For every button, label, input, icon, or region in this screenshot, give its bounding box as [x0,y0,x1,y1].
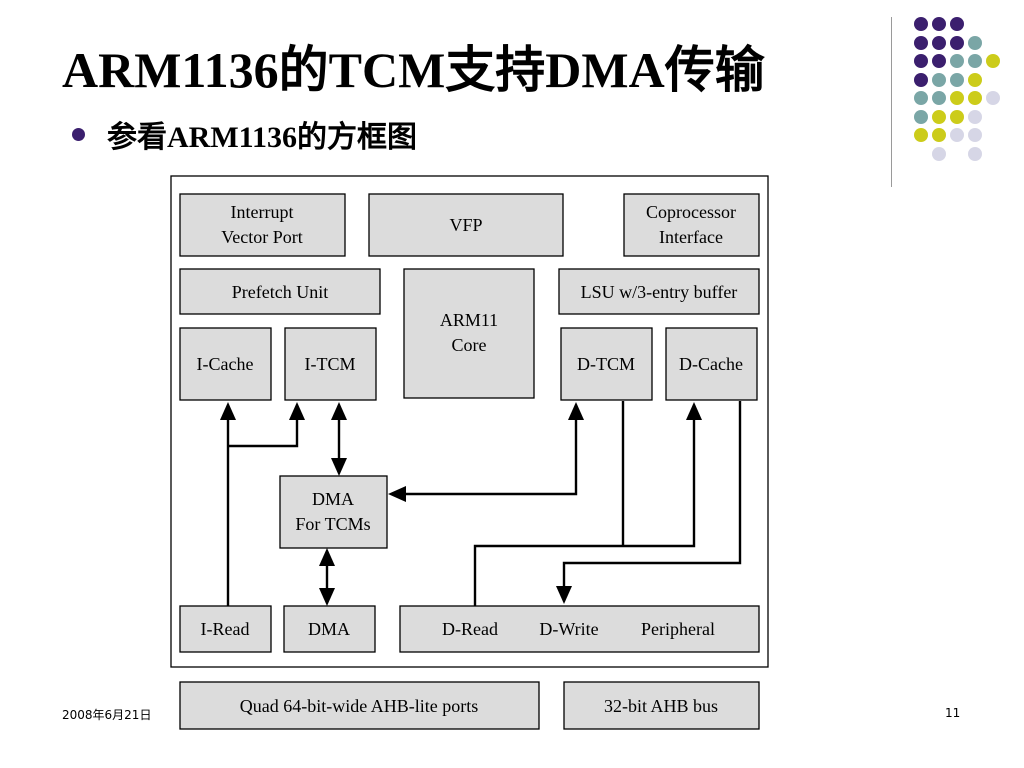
arrow-down-dmaport-icon [319,588,335,606]
wire-dtcm-dmatcm [406,420,578,496]
label-peripheral: Peripheral [641,619,715,639]
label-d-cache: D-Cache [679,354,743,374]
label-interrupt: Interrupt [231,202,294,222]
decor-dot [932,17,946,31]
arrow-up-itcm-dma-icon [331,402,347,420]
label-32bit-ahb: 32-bit AHB bus [604,696,718,716]
bullet-item: 参看ARM1136的方框图 [72,112,417,156]
block-prefetch-unit: Prefetch Unit [179,268,381,315]
arrow-down-dwrite-icon [556,586,572,604]
block-i-read: I-Read [179,605,272,653]
label-vector-port: Vector Port [221,227,302,247]
decor-dot [914,54,928,68]
decor-dot [968,35,982,50]
decor-dot [932,146,946,161]
label-d-tcm: D-TCM [577,354,635,374]
label-dma-port: DMA [308,619,350,639]
label-for-tcms: For TCMs [295,514,370,534]
decor-dot [914,35,928,50]
decor-dot [968,146,982,161]
decor-dot [932,35,946,50]
block-32bit-ahb-bus: 32-bit AHB bus [563,681,760,730]
label-core: Core [452,335,487,355]
block-interrupt-vector-port: Interrupt Vector Port [179,193,346,257]
label-d-write: D-Write [539,619,598,639]
decor-dot [914,72,928,87]
decor-divider-line [891,17,892,187]
decor-dot [950,35,964,50]
decor-dot [932,54,946,68]
arrow-up-icache-icon [220,402,236,420]
decor-dot [950,128,964,142]
arrow-up-dmatcm-icon [319,548,335,566]
arrowheads [220,402,702,606]
block-coprocessor-interface: Coprocessor Interface [623,193,760,257]
footer-date: 2008年6月21日 [62,708,152,722]
decor-dot [968,109,982,124]
slide-title: ARM1136的TCM支持DMA传输 [62,42,765,98]
connection-wires [226,401,742,606]
label-i-cache: I-Cache [197,354,254,374]
decor-dot [932,109,946,124]
bullet-text: 参看ARM1136的方框图 [107,121,417,154]
decor-dot [986,54,1000,68]
decor-dot [914,128,928,142]
block-i-cache: I-Cache [179,327,272,401]
block-quad-ahb-ports: Quad 64-bit-wide AHB-lite ports [179,681,540,730]
decor-dot [950,17,964,31]
decor-dot [968,128,982,142]
wire-dcache-dwrite [562,401,742,586]
block-arm11-core: ARM11 Core [403,268,535,399]
decor-dot [986,91,1000,105]
block-vfp: VFP [368,193,564,257]
label-vfp: VFP [449,215,482,235]
block-d-ports: D-Read D-Write Peripheral [399,605,760,653]
label-i-tcm: I-TCM [305,354,356,374]
decor-dot [968,72,982,87]
block-dma-for-tcms: DMA For TCMs [279,475,388,549]
decor-dot [950,91,964,105]
block-lsu: LSU w/3-entry buffer [558,268,760,315]
bullet-dot-icon [72,127,85,141]
label-interface: Interface [659,227,723,247]
block-d-cache: D-Cache [665,327,758,401]
decor-dot [932,128,946,142]
page-number: 11 [945,706,961,720]
label-d-read: D-Read [442,619,498,639]
processor-frame [170,175,769,668]
decor-dot [950,109,964,124]
label-coprocessor: Coprocessor [646,202,736,222]
label-lsu: LSU w/3-entry buffer [581,282,738,302]
block-i-tcm: I-TCM [284,327,377,401]
decor-dot [914,109,928,124]
label-dma: DMA [312,489,354,509]
block-d-tcm: D-TCM [560,327,653,401]
decor-dot [968,54,982,68]
decor-dot [932,91,946,105]
decor-dot [968,91,982,105]
arrow-up-dtcm-icon [568,402,584,420]
label-arm11: ARM11 [440,310,498,330]
wire-branch-itcm [228,420,299,448]
arrow-up-dcache-icon [686,402,702,420]
decor-dot [932,72,946,87]
arrow-down-dmatcm-icon [331,458,347,476]
decor-dot [914,91,928,105]
wire-dcache-dread [473,420,696,606]
block-dma-port: DMA [283,605,376,653]
label-quad-ahb: Quad 64-bit-wide AHB-lite ports [240,696,478,716]
arrow-up-itcm-icon [289,402,305,420]
label-prefetch-unit: Prefetch Unit [232,282,328,302]
decor-dot [950,72,964,87]
arrow-left-dmatcm-icon [388,486,406,502]
decor-dot [914,17,928,31]
label-i-read: I-Read [201,619,250,639]
decor-dot [950,54,964,68]
